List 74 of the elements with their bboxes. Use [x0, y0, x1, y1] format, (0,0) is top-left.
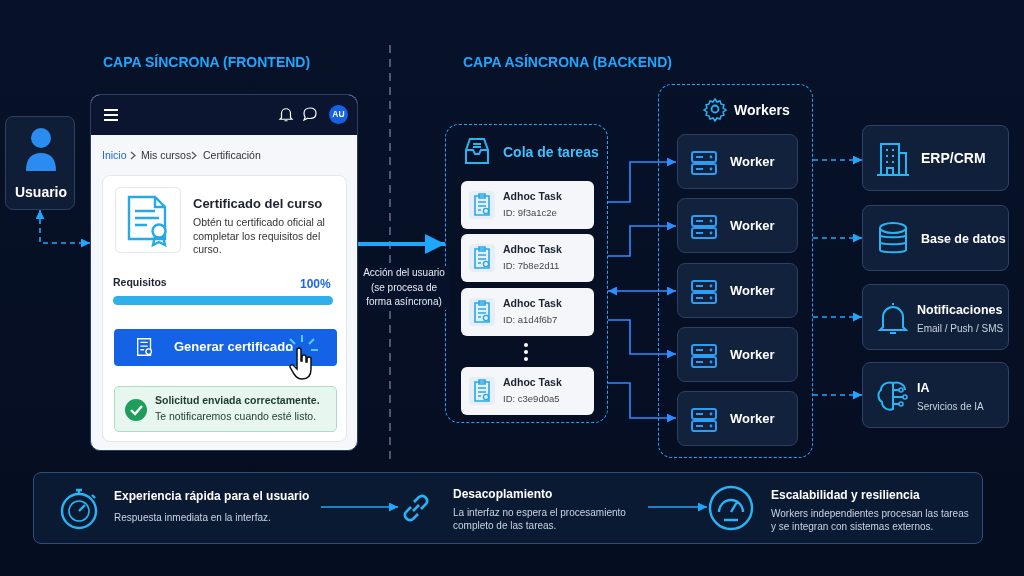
task-card: [461, 181, 594, 229]
node-heading: Experiencia rápida para el usuario: [114, 489, 311, 505]
node-label: Base de datos: [921, 231, 1007, 248]
node-heading: Adhoc Task: [503, 376, 563, 390]
node-description: ID: a1d4f6b7: [503, 314, 559, 327]
arrow: [35, 209, 91, 248]
app-window: [90, 94, 358, 451]
node-description: Workers independientes procesan las tareas y se integran con sistemas externos.: [771, 507, 970, 533]
task-card: [461, 288, 594, 336]
arrow: [812, 233, 863, 243]
worker-card: [677, 134, 798, 189]
arrow: [607, 382, 677, 423]
arrow: [812, 390, 863, 400]
breadcrumb-link: Mis cursos: [141, 149, 192, 161]
certificate-card: [102, 175, 347, 442]
node-heading: IA: [917, 380, 931, 397]
section-title: CAPA ASÍNCRONA (BACKEND): [463, 54, 672, 70]
node-label: Workers: [734, 101, 791, 120]
node-label: Generar certificado: [174, 339, 295, 356]
node-label: Worker: [730, 411, 776, 428]
arrow: [647, 502, 708, 512]
node-description: ID: 9f3a1c2e: [503, 207, 558, 220]
arrow: [358, 234, 445, 254]
task-card: [461, 234, 594, 282]
node-heading: Certificado del curso: [193, 196, 324, 213]
node-heading: Adhoc Task: [503, 190, 563, 204]
worker-card: [677, 391, 798, 446]
arrow: [812, 155, 863, 165]
node-description: Te notificaremos cuando esté listo.: [155, 410, 318, 424]
node-description: Respuesta inmediata en la interfaz.: [114, 511, 272, 524]
benefits-panel: [33, 472, 983, 544]
arrow: [607, 157, 677, 203]
arrow: [607, 319, 677, 359]
node-heading: Desacoplamiento: [453, 487, 554, 503]
node-description: Email / Push / SMS: [917, 322, 1005, 335]
worker-card: [677, 198, 798, 253]
node-heading: Escalabilidad y resiliencia: [771, 488, 921, 504]
node-heading: Adhoc Task: [503, 297, 563, 311]
user-card: [5, 116, 75, 210]
node-label: Worker: [730, 154, 776, 171]
node-label: Worker: [730, 347, 776, 364]
breadcrumb-link: Inicio: [102, 149, 127, 161]
arrow: [607, 221, 677, 257]
node-description: ID: 7b8e2d11: [503, 260, 561, 273]
progress-value: 100%: [300, 277, 331, 291]
system-card: [862, 125, 1009, 191]
node-description: Obtén tu certificado oficial al completar los requisitos del curso.: [193, 216, 326, 257]
node-heading: Solicitud enviada correctamente.: [155, 394, 321, 408]
arrow: [320, 502, 399, 512]
workers-container: [658, 84, 813, 458]
success-message: [114, 386, 337, 432]
node-description: Servicios de IA: [917, 400, 985, 413]
task-queue-container: [445, 124, 608, 423]
node-description: ID: c3e9d0a5: [503, 393, 561, 406]
node-heading: Notificaciones: [917, 302, 1004, 319]
system-card: [862, 205, 1009, 271]
node-label: Worker: [730, 283, 776, 300]
node-label: Usuario: [13, 183, 69, 202]
requirements-label: Requisitos: [113, 276, 167, 288]
worker-card: [677, 263, 798, 318]
task-card: [461, 367, 594, 415]
node-label: Worker: [730, 218, 776, 235]
breadcrumb-item: Certificación: [203, 149, 261, 161]
system-card: [862, 284, 1009, 350]
edge-label: Acción del usuario (se procesa de forma asíncrona): [358, 266, 450, 310]
node-heading: Adhoc Task: [503, 243, 563, 257]
node-label: ERP/CRM: [921, 149, 987, 168]
worker-card: [677, 327, 798, 382]
arrow: [812, 312, 863, 322]
arrow: [607, 286, 677, 296]
section-title: CAPA SÍNCRONA (FRONTEND): [103, 54, 311, 70]
node-label: Cola de tareas: [503, 143, 600, 162]
system-card: [862, 362, 1009, 428]
node-description: La interfaz no espera el procesamiento completo de las tareas.: [453, 506, 627, 532]
